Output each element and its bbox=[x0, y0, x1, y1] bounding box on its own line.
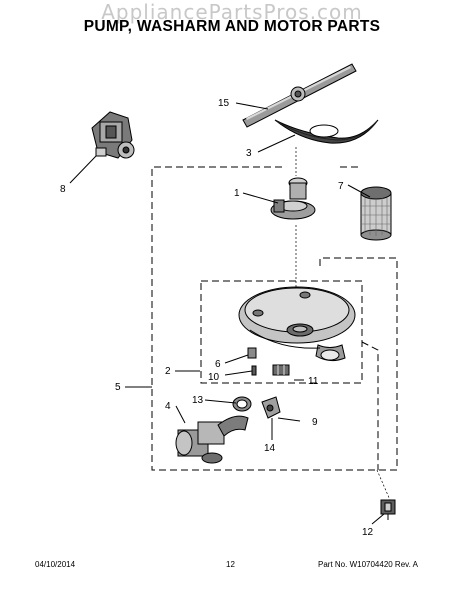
outline-right-drop bbox=[361, 341, 379, 470]
part-6-clip bbox=[247, 347, 257, 359]
leader-lines bbox=[69, 102, 385, 525]
motor-part bbox=[91, 111, 135, 159]
strainer-part bbox=[360, 186, 392, 241]
callout-5: 5 bbox=[115, 382, 121, 393]
filter-plate-part bbox=[274, 119, 379, 144]
part-10-screw bbox=[251, 365, 257, 376]
callout-3: 3 bbox=[246, 148, 252, 159]
callout-11: 11 bbox=[308, 376, 319, 387]
watermark: AppliancePartsPros.com bbox=[101, 0, 363, 24]
callout-14: 14 bbox=[264, 443, 276, 454]
footer-date: 04/10/2014 bbox=[35, 560, 76, 569]
footer-page: 12 bbox=[226, 560, 235, 569]
drain-connector-part bbox=[380, 499, 396, 520]
callout-15: 15 bbox=[218, 98, 230, 109]
callout-8: 8 bbox=[60, 184, 66, 195]
footer-part-no: Part No. W10704420 Rev. A bbox=[318, 560, 418, 569]
mount-clip-part bbox=[261, 396, 281, 419]
center-lines bbox=[295, 147, 391, 501]
callout-4: 4 bbox=[165, 401, 171, 412]
seal-ring-part bbox=[232, 396, 252, 412]
callout-12: 12 bbox=[362, 527, 374, 538]
outline-assembly-5 bbox=[151, 166, 398, 471]
small-parts bbox=[247, 347, 290, 376]
pump-motor-part bbox=[175, 415, 249, 464]
outline-sump-2 bbox=[200, 280, 363, 384]
callout-7: 7 bbox=[338, 181, 344, 192]
sump-part bbox=[238, 286, 356, 362]
callout-2: 2 bbox=[165, 366, 171, 377]
part-11-sensor bbox=[272, 364, 290, 376]
callout-9: 9 bbox=[312, 417, 318, 428]
callout-6: 6 bbox=[215, 359, 221, 370]
callout-13: 13 bbox=[192, 395, 204, 406]
spray-arm-part bbox=[242, 63, 357, 128]
assembly-outlines bbox=[151, 166, 398, 471]
callout-1: 1 bbox=[234, 188, 240, 199]
pump-housing-part bbox=[270, 177, 316, 220]
callout-10: 10 bbox=[208, 372, 220, 383]
page-title: PUMP, WASHARM AND MOTOR PARTS bbox=[83, 18, 381, 35]
